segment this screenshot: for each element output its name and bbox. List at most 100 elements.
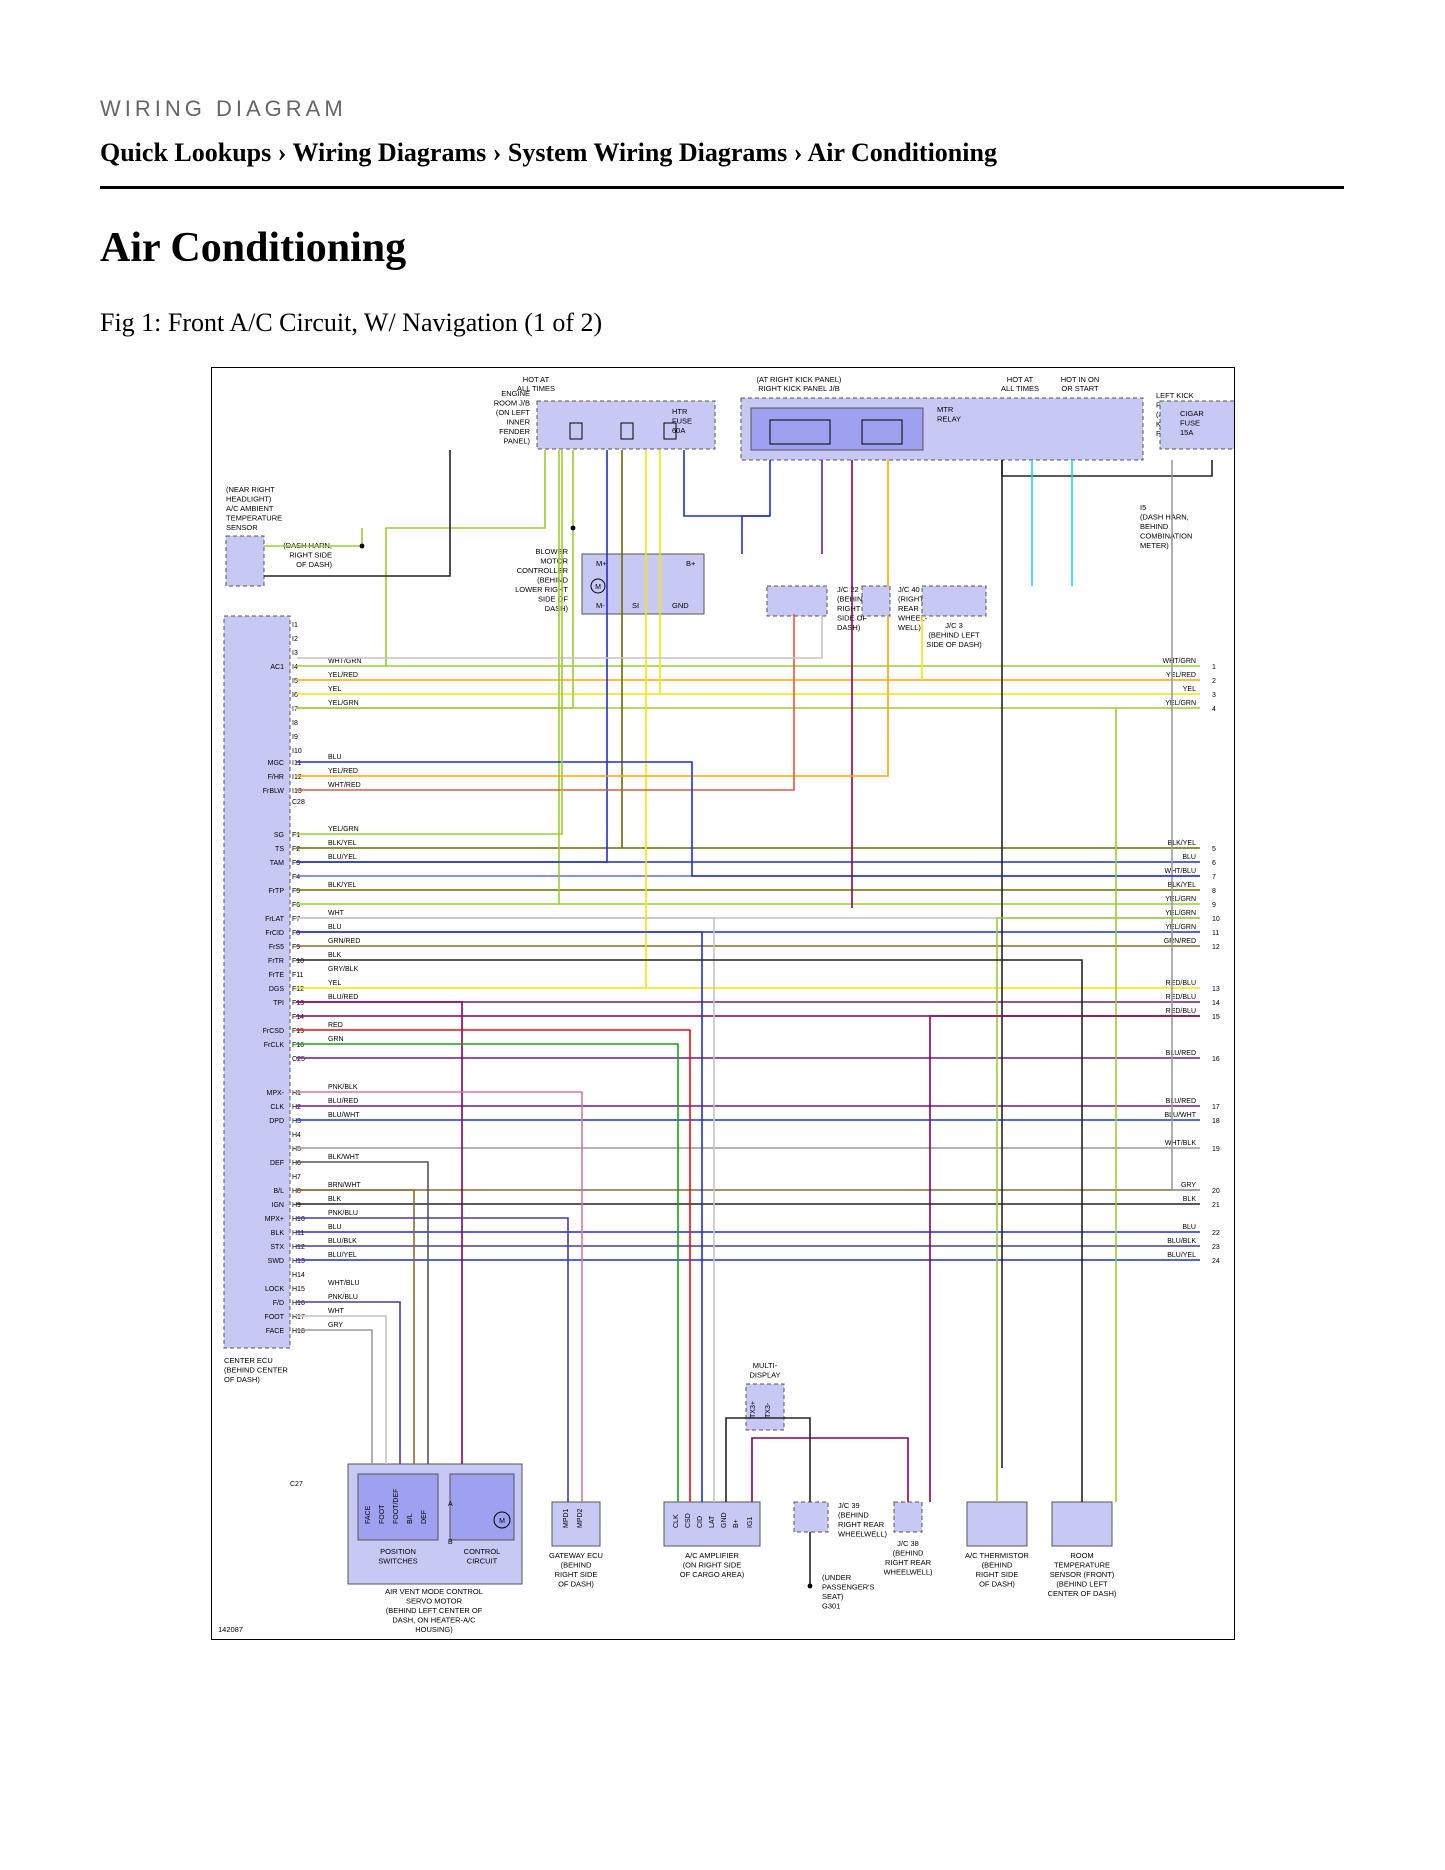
ecu-wire (264, 450, 451, 577)
connector-pin-number: 11 (1212, 930, 1219, 937)
position-switches (357, 1473, 439, 1541)
ecu-function-label: F/D (273, 1300, 284, 1307)
ecu-function-label: DGS (269, 986, 285, 993)
connector-pin-number: 10 (1212, 916, 1220, 923)
diagram-label: (ON LEFT (496, 408, 531, 417)
connector-pin-number: 14 (1212, 1000, 1220, 1007)
breadcrumb-wiring-diagrams[interactable]: Wiring Diagrams (292, 138, 487, 167)
diagram-label: (ON RIGHT SIDE (683, 1561, 742, 1570)
ecu-function-label: TS (275, 846, 284, 853)
breadcrumb-air-conditioning[interactable]: Air Conditioning (807, 138, 997, 167)
ecu-pin-label: H16 (292, 1300, 305, 1307)
ecu-pin-label: H7 (292, 1174, 301, 1181)
ecu-wire (296, 616, 889, 777)
room-temperature-sensor (1051, 1501, 1113, 1547)
wire-color-label: GRN/RED (1164, 938, 1196, 945)
breadcrumb-separator: › (277, 138, 287, 167)
wire-color-label: WHT/BLU (1165, 868, 1197, 875)
diagram-label: (BEHIND LEFT (928, 631, 980, 640)
wire-color-label: GRN/RED (328, 938, 360, 945)
diagram-label: WHEELWELL) (883, 1568, 933, 1577)
diagram-label: A (448, 1501, 453, 1508)
ecu-wire (296, 1189, 415, 1464)
wire-color-label: BLU (328, 924, 342, 931)
ecu-pin-label: F3 (292, 860, 300, 867)
connector-pin-number: 3 (1212, 692, 1216, 699)
diagram-label: FOOT/DEF (393, 1489, 400, 1524)
ecu-wire (297, 614, 823, 659)
diagram-label: MULTI- (753, 1361, 778, 1370)
diagram-label: B/L (407, 1513, 414, 1524)
diagram-label: IG1 (747, 1517, 754, 1528)
diagram-label: FUSE (1180, 419, 1200, 428)
connector-pin-number: 12 (1212, 944, 1220, 951)
ecu-pin-label: I13 (292, 788, 302, 795)
wire-color-label: YEL/GRN (328, 700, 359, 707)
ecu-function-label: TAM (270, 860, 284, 867)
diagram-label: B+ (733, 1519, 740, 1528)
ecu-pin-label: F2 (292, 846, 300, 853)
ac-amplifier (663, 1501, 761, 1547)
diagram-label: INNER (507, 418, 531, 427)
wire-color-label: BLU/RED (328, 994, 358, 1001)
wire-color-label: WHT/RED (328, 782, 361, 789)
connector-pin-number: 19 (1212, 1146, 1220, 1153)
diagram-label: CID (697, 1516, 704, 1528)
wire-color-label: BLK/YEL (328, 882, 357, 889)
diagram-label: (DASH HARN, (1140, 513, 1189, 522)
connector-pin-number: 24 (1212, 1258, 1220, 1265)
ecu-wire (296, 959, 1083, 1502)
wire-color-label: BLU/RED (328, 1098, 358, 1105)
wire-color-label: BLU (328, 754, 342, 761)
breadcrumb-quick-lookups[interactable]: Quick Lookups (100, 138, 272, 167)
diagram-label: RIGHT KICK PANEL J/B (758, 384, 840, 393)
diagram-label: J/C 39 (838, 1501, 860, 1510)
splice-dot (359, 543, 365, 549)
ecu-wire (296, 1043, 679, 1502)
wire-color-label: BRN/WHT (328, 1182, 361, 1189)
jc-22 (766, 585, 828, 617)
ecu-pin-label: H13 (292, 1258, 305, 1265)
wire-color-label: PNK/BLU (328, 1210, 358, 1217)
diagram-label: SIDE OF DASH) (926, 640, 982, 649)
diagram-label: DISPLAY (749, 1371, 780, 1380)
diagram-label: RIGHT (837, 604, 861, 613)
ecu-pin-label: I9 (292, 734, 298, 741)
connector-pin-number: 7 (1212, 874, 1216, 881)
diagram-label: DASH, ON HEATER-A/C (392, 1616, 476, 1625)
ecu-wire (1001, 460, 1213, 477)
diagram-label: HOT IN ON (1061, 375, 1100, 384)
wire-color-label: BLU/RED (1166, 1098, 1196, 1105)
ecu-pin-label: H6 (292, 1160, 301, 1167)
ecu-wire (296, 761, 1200, 877)
diagram-label: B+ (686, 559, 696, 568)
diagram-label: (BEHIND (982, 1561, 1013, 1570)
diagram-label: C28 (292, 799, 305, 806)
breadcrumb-system-wiring-diagrams[interactable]: System Wiring Diagrams (507, 138, 788, 167)
ecu-pin-label: I3 (292, 650, 298, 657)
control-circuit (449, 1473, 515, 1541)
diagram-label: C27 (290, 1481, 303, 1488)
diagram-label: MOTOR (540, 557, 568, 566)
wire-color-label: BLU/BLK (328, 1238, 357, 1245)
wire-color-label: RED/BLU (1166, 980, 1196, 987)
wire-color-label: WHT (328, 910, 345, 917)
diagram-label: SERVO MOTOR (406, 1597, 463, 1606)
ecu-pin-label: H11 (292, 1230, 304, 1237)
connector-pin-number: 8 (1212, 888, 1216, 895)
wire-color-label: YEL/GRN (1165, 924, 1196, 931)
diagram-label: PASSENGER'S (822, 1583, 875, 1592)
wire-color-label: BLK/WHT (328, 1154, 360, 1161)
splice-dot (570, 525, 576, 531)
connector-pin-number: 16 (1212, 1056, 1220, 1063)
wire-color-label: WHT/GRN (328, 658, 361, 665)
wire-color-label: YEL/RED (328, 768, 358, 775)
motor-symbol (493, 1511, 511, 1529)
connector-pin-number: 18 (1212, 1118, 1220, 1125)
ecu-wire (296, 1315, 387, 1464)
diagram-label: ALL TIMES (1001, 384, 1039, 393)
ecu-function-label: DEF (270, 1160, 284, 1167)
ecu-pin-label: F1 (292, 832, 300, 839)
wire-color-label: PNK/BLU (328, 1294, 358, 1301)
connector-pin-number: 5 (1212, 846, 1216, 853)
